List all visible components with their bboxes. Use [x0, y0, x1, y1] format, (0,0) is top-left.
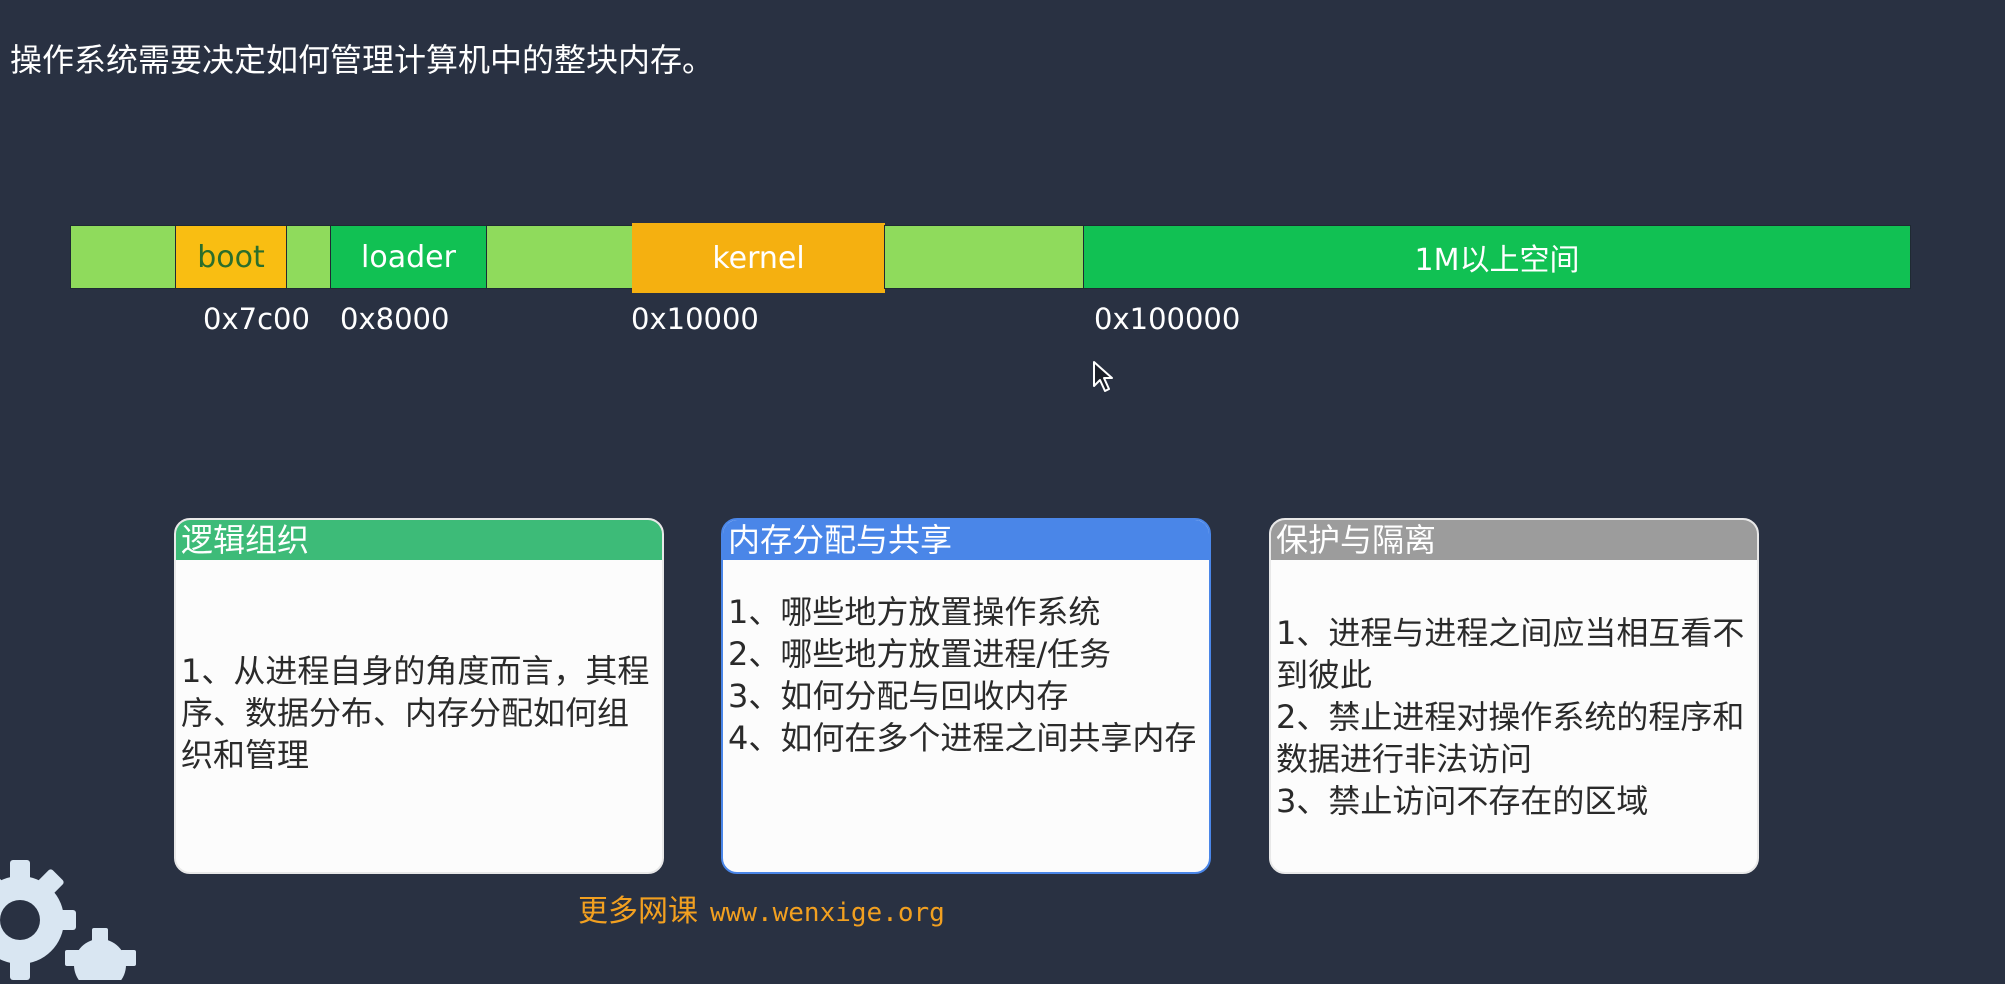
memory-segment-gap-3: [884, 225, 1084, 289]
slide-title: 操作系统需要决定如何管理计算机中的整块内存。: [10, 41, 715, 79]
memory-map-bar: boot loader kernel 1M以上空间: [70, 223, 1911, 293]
card-body: 1、从进程自身的角度而言，其程序、数据分布、内存分配如何组织和管理: [181, 650, 658, 776]
card-memory-allocation: 内存分配与共享 1、哪些地方放置操作系统 2、哪些地方放置进程/任务 3、如何分…: [721, 518, 1211, 874]
memory-segment-gap-1: [286, 225, 331, 289]
watermark: 更多网课 www.wenxige.org: [578, 886, 945, 930]
address-label-8000: 0x8000: [340, 302, 450, 336]
card-line: 3、禁止访问不存在的区域: [1276, 782, 1649, 820]
card-protection-isolation: 保护与隔离 1、进程与进程之间应当相互看不到彼此 2、禁止进程对操作系统的程序和…: [1269, 518, 1759, 874]
card-body: 1、进程与进程之间应当相互看不到彼此 2、禁止进程对操作系统的程序和数据进行非法…: [1276, 612, 1753, 822]
card-heading: 逻辑组织: [176, 520, 662, 560]
address-label-7c00: 0x7c00: [203, 302, 310, 336]
mouse-cursor-icon: [1092, 360, 1116, 398]
card-heading: 保护与隔离: [1271, 520, 1757, 560]
card-line: 2、禁止进程对操作系统的程序和数据进行非法访问: [1276, 698, 1745, 778]
memory-segment-gap-2: [486, 225, 633, 289]
address-label-100000: 0x100000: [1094, 302, 1241, 336]
card-line: 1、哪些地方放置操作系统: [728, 593, 1101, 631]
watermark-url: www.wenxige.org: [710, 898, 945, 928]
address-label-10000: 0x10000: [631, 302, 759, 336]
watermark-prefix: 更多网课: [578, 894, 698, 929]
card-line: 4、如何在多个进程之间共享内存: [728, 719, 1197, 757]
card-heading: 内存分配与共享: [723, 520, 1209, 560]
memory-segment-loader: loader: [330, 225, 487, 289]
card-line: 1、从进程自身的角度而言，其程序、数据分布、内存分配如何组织和管理: [181, 652, 650, 774]
gear-icon: [0, 860, 200, 984]
card-line: 1、进程与进程之间应当相互看不到彼此: [1276, 614, 1745, 694]
memory-segment-kernel: kernel: [632, 223, 885, 293]
card-line: 2、哪些地方放置进程/任务: [728, 635, 1112, 673]
card-body: 1、哪些地方放置操作系统 2、哪些地方放置进程/任务 3、如何分配与回收内存 4…: [728, 591, 1205, 759]
card-logical-organization: 逻辑组织 1、从进程自身的角度而言，其程序、数据分布、内存分配如何组织和管理: [174, 518, 664, 874]
memory-segment-above-1m: 1M以上空间: [1083, 225, 1911, 289]
memory-segment-low: [70, 225, 176, 289]
card-line: 3、如何分配与回收内存: [728, 677, 1069, 715]
memory-segment-boot: boot: [175, 225, 287, 289]
